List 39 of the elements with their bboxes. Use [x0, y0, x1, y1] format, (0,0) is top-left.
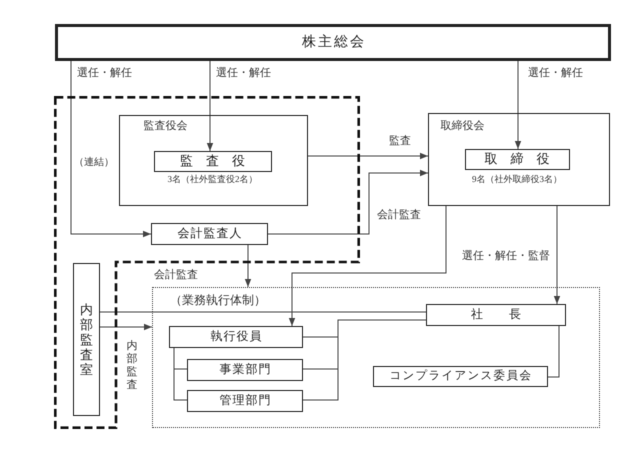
arrow: [288, 206, 446, 326]
org-box: 会計監査人: [151, 223, 268, 245]
edge-label: 会計監査: [377, 209, 421, 222]
edge-label: 選任・解任: [528, 67, 583, 80]
org-box: コンプライアンス委員会: [373, 366, 548, 387]
arrow: [268, 170, 428, 234]
org-box: 株主総会: [55, 24, 611, 61]
org-box: 取締役: [464, 148, 570, 170]
edge-label: 選任・解任・監督: [462, 250, 550, 264]
org-box: 事業部門: [187, 359, 303, 381]
org-box: 社長: [426, 304, 566, 326]
org-box: 管理部門: [187, 390, 303, 412]
org-box: 内部監査室: [73, 263, 100, 416]
edge-label: 内部監査: [126, 340, 138, 392]
group-box: [428, 113, 610, 206]
arrow: [514, 60, 522, 150]
arrow: [206, 60, 214, 152]
arrow: [308, 152, 428, 160]
group-heading: （連結）: [74, 157, 114, 169]
connector-line: [548, 326, 560, 378]
org-box: 執行役員: [169, 326, 303, 348]
connector-line: [302, 320, 426, 400]
group-heading: 監査役会: [144, 120, 188, 133]
org-box: 監査役: [154, 150, 272, 172]
edge-label: 選任・解任: [216, 67, 271, 80]
group-box: [119, 115, 308, 206]
edge-label: 選任・解任: [77, 67, 132, 80]
arrow: [70, 60, 152, 238]
connector-line: [174, 348, 188, 400]
node-caption: 3名（社外監査役2名）: [168, 174, 258, 184]
group-heading: （業務執行体制）: [170, 293, 266, 308]
group-heading: 取締役会: [440, 120, 484, 133]
arrow: [554, 206, 560, 304]
arrow: [100, 324, 152, 330]
edge-label: 監査: [389, 135, 411, 148]
node-caption: 9名（社外取締役3名）: [472, 174, 562, 184]
group-box: [152, 287, 600, 428]
arrow: [244, 244, 252, 288]
edge-label: 会計監査: [154, 269, 198, 282]
